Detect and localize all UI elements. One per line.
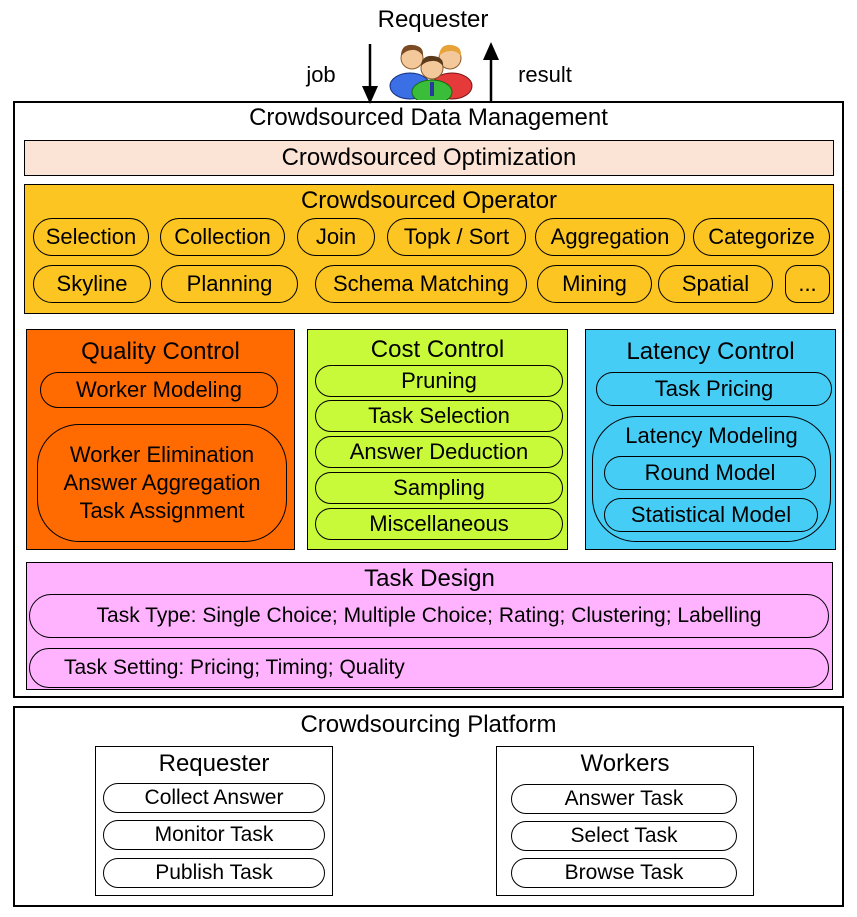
task-type: Task Type: Single Choice; Multiple Choic… [29,594,829,638]
worker-elimination: Worker Elimination [69,442,255,467]
platform-panel: Crowdsourcing Platform [13,706,844,907]
latency-modeling-title: Latency Modeling [625,423,798,448]
latency-modeling-group: Latency Modeling [592,416,831,542]
job-arrow [362,44,378,104]
answer-aggregation: Answer Aggregation [63,470,261,495]
cdm-panel: Crowdsourced Data Management [13,101,844,698]
operator-selection: Selection [33,218,149,256]
select-task: Select Task [511,821,737,851]
cost-task-selection: Task Selection [315,400,563,432]
publish-task: Publish Task [103,858,325,888]
task-assignment: Task Assignment [79,498,245,523]
task-design-title: Task Design [364,565,495,592]
worker-modeling: Worker Modeling [40,372,278,408]
cost-answer-deduction: Answer Deduction [315,436,563,468]
result-label: result [518,62,572,87]
quality-control-title: Quality Control [81,338,240,365]
platform-title: Crowdsourcing Platform [300,711,557,738]
latency-control-title: Latency Control [626,338,795,365]
latency-statistical-model: Statistical Model [604,498,818,532]
answer-task: Answer Task [511,784,737,814]
browse-task: Browse Task [511,858,737,888]
operator-topk-sort: Topk / Sort [387,218,526,256]
cdm-title: Crowdsourced Data Management [249,104,608,131]
operator-categorize: Categorize [693,218,830,256]
latency-task-pricing: Task Pricing [596,372,832,406]
operator-title: Crowdsourced Operator [300,187,558,214]
latency-round-model: Round Model [604,456,816,490]
platform-workers-box: Workers [496,746,754,896]
operator-planning: Planning [161,265,298,303]
operator-aggregation: Aggregation [535,218,685,256]
operator-spatial: Spatial [658,265,773,303]
quality-methods-group: Worker Elimination Answer Aggregation Ta… [37,424,287,542]
platform-requester-box: Requester [95,746,333,896]
cost-sampling: Sampling [315,472,563,504]
operator-join: Join [297,218,375,256]
platform-workers-title: Workers [580,750,670,777]
cost-miscellaneous: Miscellaneous [315,508,563,540]
operator-collection: Collection [160,218,285,256]
operator-skyline: Skyline [33,265,151,303]
collect-answer: Collect Answer [103,783,325,813]
optimization-box: Crowdsourced Optimization [24,140,834,176]
task-setting: Task Setting: Pricing; Timing; Quality [29,648,829,688]
requester-top-label: Requester [377,6,489,33]
optimization-label: Crowdsourced Optimization [281,144,577,171]
cost-control-title: Cost Control [370,336,505,363]
monitor-task: Monitor Task [103,820,325,850]
operator-more: ... [785,265,830,303]
operator-schema-matching: Schema Matching [315,265,527,303]
cost-pruning: Pruning [315,365,563,397]
result-arrow [483,42,499,102]
platform-requester-title: Requester [158,750,270,777]
job-label: job [306,62,336,87]
operator-mining: Mining [537,265,652,303]
people-group-icon [389,44,473,100]
